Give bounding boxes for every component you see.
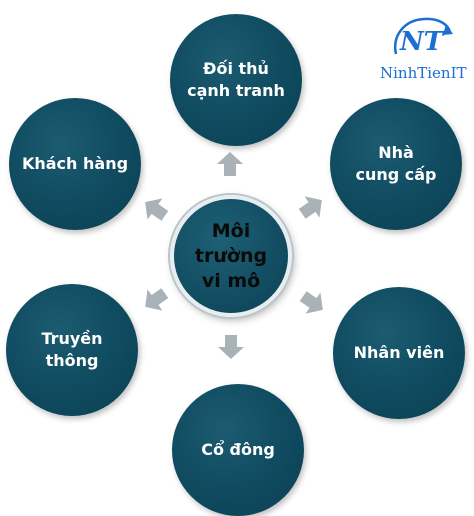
node-shareholders-label: Cổ đông	[201, 440, 275, 459]
arrow-up-icon	[217, 152, 243, 176]
node-employees: Nhân viên	[333, 287, 465, 419]
logo-mark-icon: NT	[393, 17, 453, 57]
node-suppliers: Nhà cung cấp	[330, 98, 462, 230]
node-customers: Khách hàng	[9, 98, 141, 230]
node-competitors-label: Đối thủ cạnh tranh	[187, 59, 285, 100]
ninhtienit-logo: NT NinhTienIT	[380, 14, 470, 94]
logo-mark-text: NT	[399, 27, 445, 57]
node-media-label: Truyền thông	[41, 329, 103, 370]
node-shareholders: Cổ đông	[172, 384, 304, 516]
node-suppliers-label: Nhà cung cấp	[355, 143, 437, 184]
node-customers-label: Khách hàng	[21, 154, 129, 173]
node-media: Truyền thông	[6, 284, 138, 416]
node-employees-label: Nhân viên	[353, 343, 445, 362]
center-label: Môi trường vi mô	[194, 219, 268, 292]
logo-name: NinhTienIT	[380, 64, 467, 82]
arrow-up-right-icon	[298, 196, 322, 219]
node-micro-environment: Môi trường vi mô	[170, 195, 292, 317]
arrow-down-icon	[218, 335, 244, 359]
arrow-down-right-icon	[299, 291, 323, 314]
node-competitors: Đối thủ cạnh tranh	[170, 14, 302, 146]
arrow-down-left-icon	[145, 288, 169, 311]
arrow-up-left-icon	[145, 198, 169, 221]
